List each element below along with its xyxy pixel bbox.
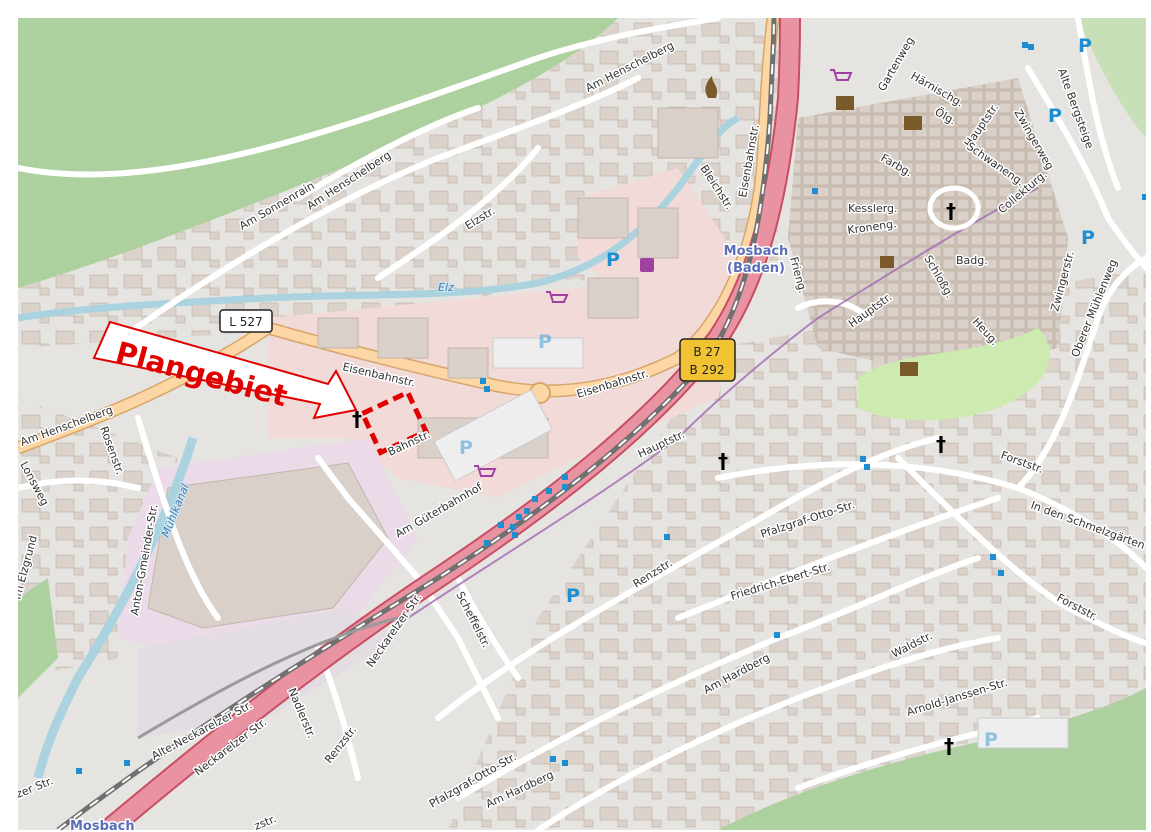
road-b27	[102, 18, 799, 830]
railway-siding	[137, 616, 399, 740]
map-canvas[interactable]: Plangebiet L 527 B 27 B 292 Mosbach (Bad…	[18, 18, 1146, 830]
parking-icon: P	[566, 585, 580, 607]
road-eisenbahnstr	[263, 18, 778, 396]
parking-icon: P	[459, 437, 473, 459]
parking-lot-2	[492, 337, 584, 369]
church-icon: †	[936, 432, 946, 456]
park-green	[858, 328, 1050, 421]
library-icon	[904, 116, 922, 130]
town-label-line2[interactable]: (Baden)	[726, 260, 787, 278]
parking-lot	[433, 389, 554, 482]
shield-b292-label: B 292	[690, 363, 725, 377]
road-am-henschelberg	[18, 323, 271, 453]
old-town	[788, 78, 1068, 378]
shield-l527-label: L 527	[229, 315, 262, 329]
church-icons: † † † † †	[352, 199, 956, 758]
parking-icon: P	[1078, 35, 1092, 57]
shop-icons	[474, 69, 853, 477]
canal-muehlkanal	[33, 436, 198, 780]
street-label-kesslerg: Kesslerg.	[848, 202, 898, 215]
library-icon	[836, 96, 854, 110]
museum-icon	[880, 256, 894, 268]
boundary-line	[407, 187, 1039, 619]
shield-b27-b292: B 27 B 292	[679, 338, 736, 382]
parking-icons: P P P P P P P P	[459, 35, 1095, 751]
callout-arrow	[92, 320, 358, 420]
church-icon: †	[718, 449, 728, 473]
parking-icon: P	[1081, 227, 1095, 249]
railway-line-dash	[57, 18, 775, 830]
church-square	[927, 185, 981, 231]
canal-bank-green	[18, 578, 58, 698]
church-icon: †	[944, 734, 954, 758]
town-label-line1[interactable]: Mosbach	[722, 243, 790, 261]
shield-b27-label: B 27	[693, 345, 720, 359]
parking-icon: P	[538, 331, 552, 353]
castle-icon	[900, 362, 918, 376]
church-icon: †	[352, 407, 362, 431]
shop-cart-icon	[546, 291, 569, 303]
bus-stops	[76, 42, 1146, 774]
shield-l527: L 527	[219, 309, 273, 333]
forest-northeast	[1078, 18, 1146, 138]
map-frame[interactable]: Plangebiet L 527 B 27 B 292 Mosbach (Bad…	[18, 18, 1146, 830]
street-label-badg: Badg.	[956, 254, 988, 267]
shop-cart-icon	[474, 465, 497, 477]
river-elz	[18, 114, 740, 322]
fire-station-icon	[705, 76, 718, 98]
forest-southeast	[718, 688, 1146, 830]
parking-icon: P	[984, 729, 998, 751]
parking-icon: P	[1048, 105, 1062, 127]
parking-icon: P	[606, 249, 620, 271]
town-label-bottom: Mosbach	[70, 819, 135, 830]
parking-lot-3	[977, 717, 1069, 749]
gift-shop-icon	[640, 258, 654, 272]
shop-cart-icon	[830, 69, 853, 81]
industrial-hall	[147, 462, 389, 629]
water-label-elz: Elz	[438, 281, 454, 294]
church-icon: †	[946, 199, 956, 223]
plangebiet-outline[interactable]	[359, 389, 430, 456]
